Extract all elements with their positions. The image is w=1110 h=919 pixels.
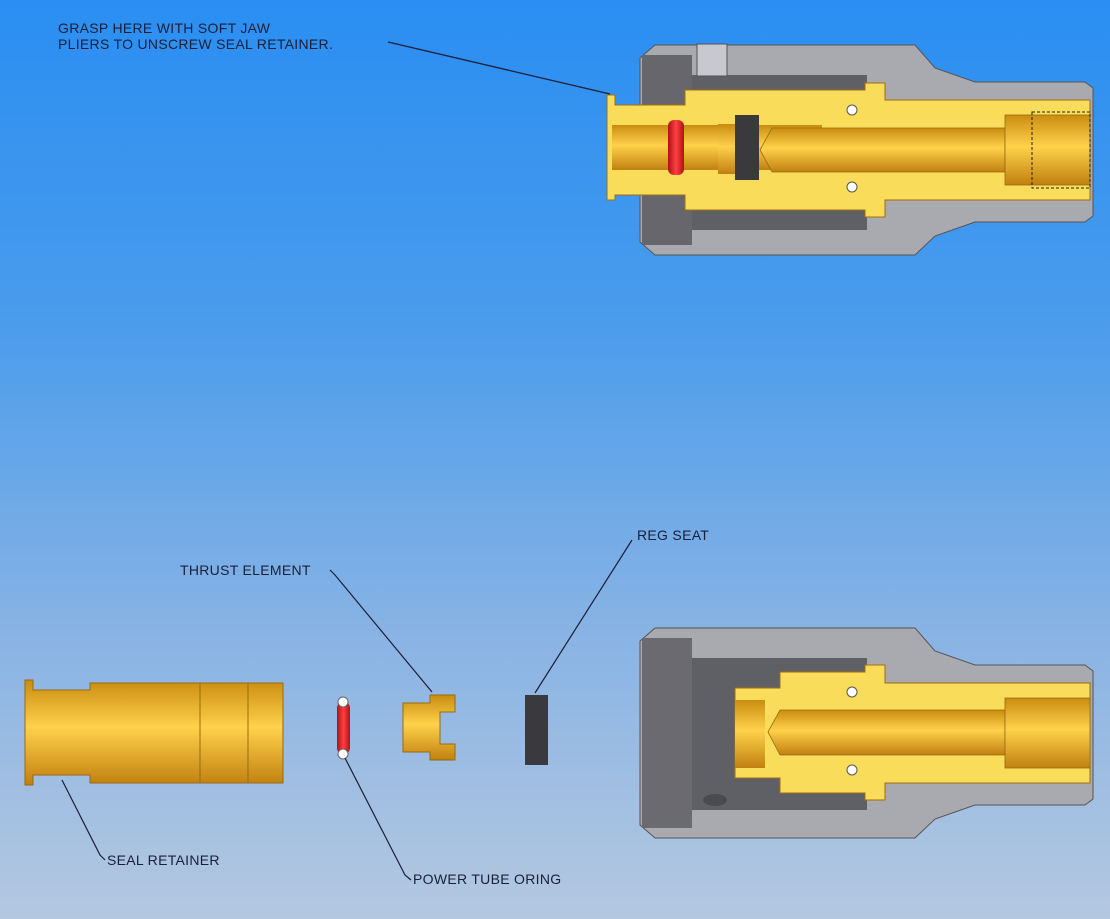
seal-retainer-leader — [61, 779, 106, 861]
thrust-element-leader — [329, 569, 433, 693]
power-tube-oring-label: POWER TUBE ORING — [413, 871, 562, 887]
power-tube-oring-leader — [344, 757, 412, 881]
assembled-regulator — [606, 43, 1094, 256]
power-tube-oring-part — [337, 696, 350, 760]
thrust-element-part — [402, 694, 456, 761]
regulator-housing-disassembled — [639, 627, 1094, 839]
oring-installed — [668, 120, 684, 175]
power-tube — [759, 127, 1006, 173]
reg-seat-part — [525, 695, 548, 765]
housing-pin — [696, 43, 728, 77]
grasp-note-line1: GRASP HERE WITH SOFT JAW — [58, 20, 271, 36]
reg-seat-label: REG SEAT — [637, 527, 710, 543]
seal-retainer-part — [24, 679, 284, 786]
seal-retainer-label: SEAL RETAINER — [107, 852, 220, 868]
grasp-leader-line — [387, 41, 611, 95]
thrust-element-label: THRUST ELEMENT — [180, 562, 311, 578]
grasp-note-line2: PLIERS TO UNSCREW SEAL RETAINER. — [58, 36, 334, 52]
reg-seat-leader — [534, 539, 633, 694]
reg-seat-installed — [735, 115, 759, 180]
